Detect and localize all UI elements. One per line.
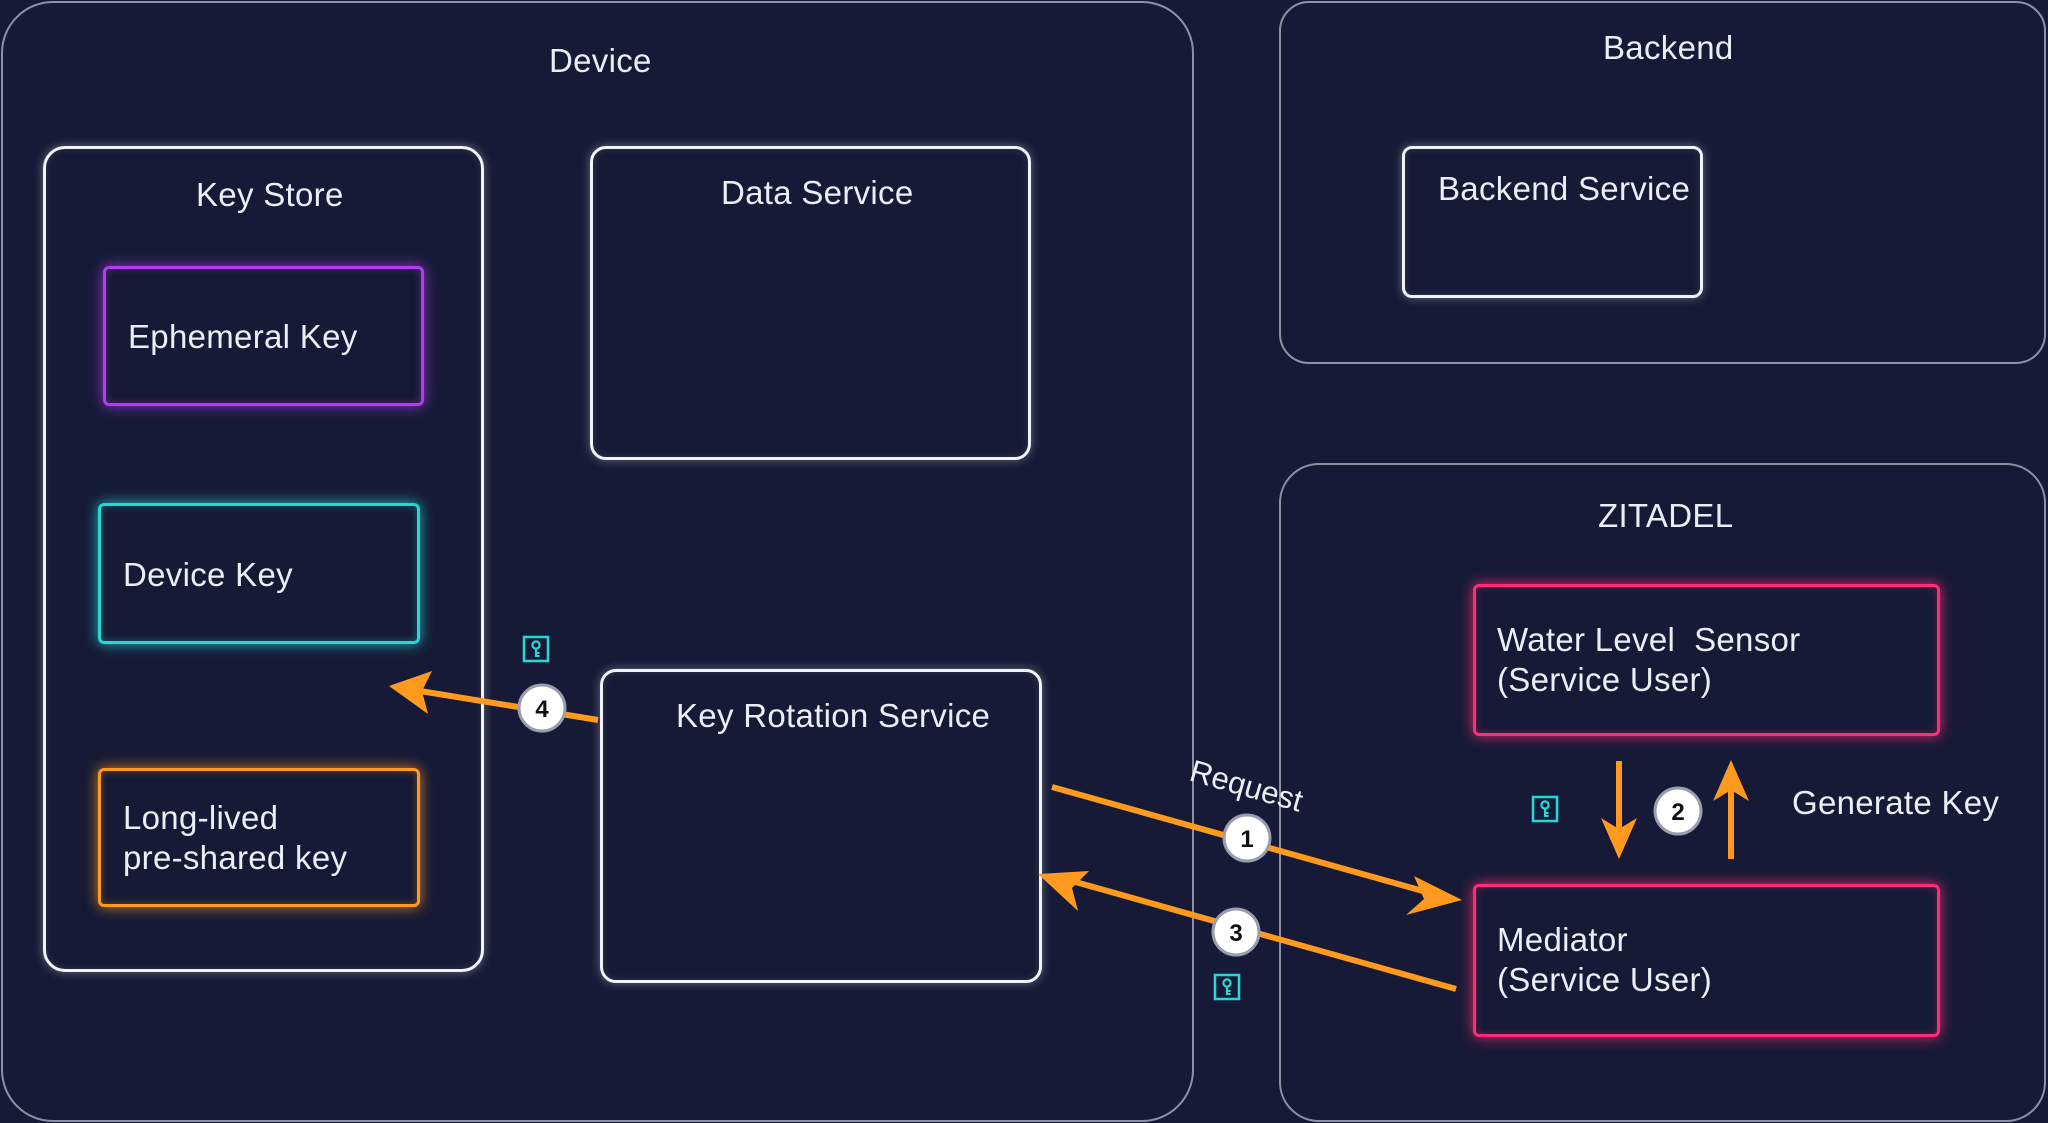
mediator-box [1473,884,1940,1037]
key-rotation-service-label: Key Rotation Service [676,697,991,734]
backend-title: Backend [1603,29,1734,66]
step-badge-3-text: 3 [1229,920,1242,947]
key-rotation-service-box [600,669,1042,983]
arrow-up-generate-head [1713,760,1749,801]
device-key-box [98,503,420,644]
step-badge-1: 1 [1222,813,1272,863]
backend-container [1279,1,2046,364]
ephemeral-key-label: Ephemeral Key [128,318,358,355]
backend-service-label: Backend Service [1438,170,1691,207]
arrow-request-head [1406,876,1462,915]
mediator-label: Mediator (Service User) [1497,921,1713,998]
step-badge-4: 4 [517,683,567,733]
zitadel-title: ZITADEL [1598,497,1734,534]
device-container [1,1,1194,1122]
arrow-store-key [419,688,599,723]
request-label: Request [1186,753,1307,819]
generate-key-label: Generate Key [1792,784,2000,821]
long-lived-key-label: Long-lived pre-shared key [123,799,348,876]
zitadel-container [1279,463,2046,1122]
long-lived-key-box [98,768,420,907]
key-icon [1213,973,1241,1001]
step-badge-4-text: 4 [535,696,549,723]
step-badge-1-text: 1 [1240,826,1253,853]
arrow-down-sensor-head [1601,818,1637,859]
device-key-label: Device Key [123,556,293,593]
data-service-label: Data Service [721,174,914,211]
water-level-sensor-box [1473,584,1940,736]
arrow-store-key-head [389,671,432,714]
key-store-title: Key Store [196,176,344,213]
device-title: Device [549,42,652,79]
key-store-box [43,146,484,972]
backend-service-box [1402,146,1703,298]
arrow-return-key [1071,878,1457,992]
step-badge-2-text: 2 [1671,799,1684,826]
key-icon [1531,795,1559,823]
arrow-return-key-head [1038,871,1089,911]
data-service-box [590,146,1031,460]
key-icon [522,635,550,663]
water-level-sensor-label: Water Level Sensor (Service User) [1497,621,1801,698]
ephemeral-key-box [103,266,424,406]
step-badge-2: 2 [1653,786,1703,836]
step-badge-3: 3 [1211,907,1261,957]
